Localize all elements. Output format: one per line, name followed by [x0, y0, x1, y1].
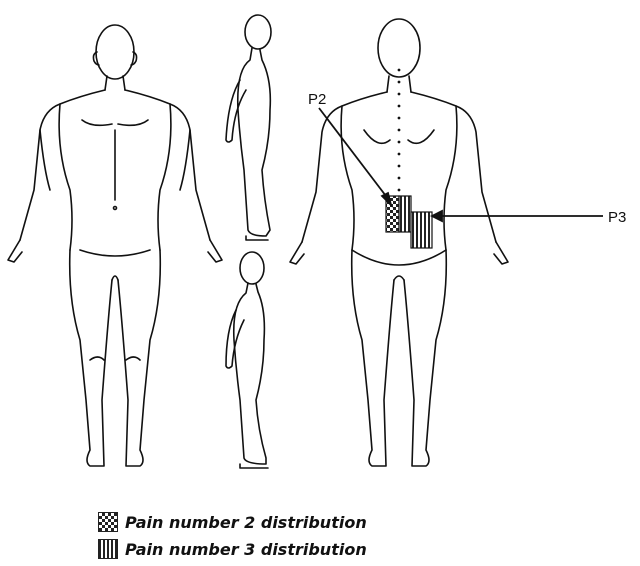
back-view-figure [290, 19, 508, 466]
legend-item-pain-2: Pain number 2 distribution [98, 512, 367, 532]
body-pain-chart: P2 P3 [0, 0, 640, 500]
pain-3-region-a [399, 196, 411, 232]
label-p2: P2 [308, 91, 326, 108]
legend-label: Pain number 3 distribution [125, 540, 367, 559]
side-view-figure-upper [226, 15, 271, 240]
label-p3: P3 [608, 209, 626, 226]
checkerboard-swatch-icon [98, 512, 118, 532]
pain-3-region-b [411, 212, 432, 248]
side-view-figure-lower [226, 252, 268, 468]
pointer-arrows [319, 108, 603, 221]
legend-label: Pain number 2 distribution [125, 513, 367, 532]
spine-markers [398, 69, 401, 192]
front-view-figure [8, 25, 222, 466]
legend-item-pain-3: Pain number 3 distribution [98, 539, 367, 559]
stripes-swatch-icon [98, 539, 118, 559]
